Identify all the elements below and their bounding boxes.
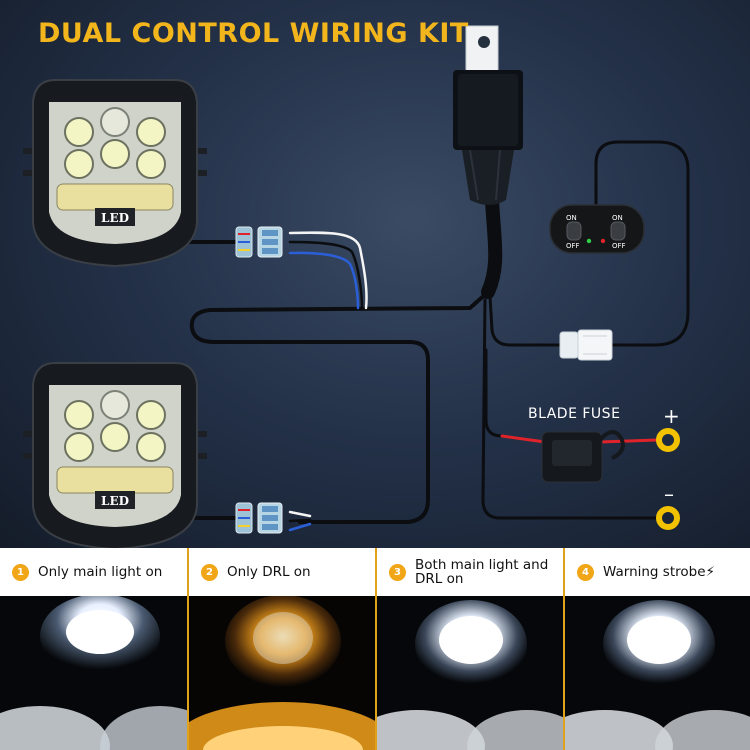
dual-switch bbox=[549, 204, 645, 254]
negative-wire bbox=[481, 298, 658, 520]
relay bbox=[453, 25, 523, 205]
mode-number-badge: 1 bbox=[12, 563, 29, 581]
positive-wire-red bbox=[598, 438, 659, 444]
switch-branch bbox=[488, 294, 562, 347]
fuse-wire-black bbox=[484, 348, 504, 438]
mode-number-badge: 4 bbox=[577, 563, 594, 581]
mode-1: 1 Only main light on bbox=[0, 548, 187, 596]
fuse-wire-red bbox=[500, 434, 547, 444]
switch-left-off-label: OFF bbox=[566, 242, 580, 250]
wiring-diagram: LED LED ON OFF bbox=[23, 25, 690, 548]
top-black-wire bbox=[288, 240, 364, 310]
led-light-top: LED bbox=[23, 79, 207, 268]
photo-both bbox=[375, 596, 563, 750]
mode-photos bbox=[0, 596, 750, 750]
negative-ring-terminal bbox=[656, 506, 680, 530]
light-badge-bottom: LED bbox=[101, 494, 129, 508]
wiring-diagram-panel: LED LED ON OFF bbox=[0, 0, 750, 548]
modes-panel: 1 Only main light on 2 Only DRL on 3 Bot… bbox=[0, 548, 750, 750]
mode-label: Both main light and DRL on bbox=[415, 557, 549, 587]
positive-label: + bbox=[663, 404, 680, 428]
light-badge-top: LED bbox=[101, 211, 129, 225]
mode-number-badge: 3 bbox=[389, 563, 406, 581]
switch-cable bbox=[594, 140, 690, 347]
modes-header: 1 Only main light on 2 Only DRL on 3 Bot… bbox=[0, 548, 750, 596]
switch-left-on-label: ON bbox=[566, 214, 577, 222]
bottom-black-wire bbox=[288, 518, 312, 523]
photo-main-light bbox=[0, 596, 187, 750]
negative-label: – bbox=[664, 482, 674, 506]
mode-label: Only DRL on bbox=[227, 564, 311, 580]
mode-number-badge: 2 bbox=[201, 563, 218, 581]
mode-3: 3 Both main light and DRL on bbox=[375, 548, 563, 596]
bottom-light-connectors bbox=[235, 502, 283, 534]
switch-right-off-label: OFF bbox=[612, 242, 626, 250]
top-white-wire bbox=[288, 231, 368, 310]
inline-connector bbox=[559, 329, 613, 361]
harness-loop bbox=[189, 290, 490, 524]
mode-label: Only main light on bbox=[38, 564, 163, 580]
led-light-bottom: LED bbox=[23, 362, 207, 548]
fuse-holder bbox=[541, 430, 625, 483]
mode-2: 2 Only DRL on bbox=[187, 548, 375, 596]
bottom-blue-wire bbox=[288, 522, 312, 532]
bottom-white-wire bbox=[288, 510, 312, 518]
mode-4: 4 Warning strobe⚡ bbox=[563, 548, 750, 596]
photo-strobe bbox=[563, 596, 750, 750]
page-title: DUAL CONTROL WIRING KIT bbox=[38, 18, 469, 49]
blade-fuse-label: BLADE FUSE bbox=[528, 406, 621, 422]
mode-label: Warning strobe⚡ bbox=[603, 564, 715, 580]
top-light-connectors bbox=[235, 226, 283, 258]
switch-right-on-label: ON bbox=[612, 214, 623, 222]
positive-ring-terminal bbox=[656, 428, 680, 452]
photo-drl bbox=[187, 596, 375, 750]
harness-trunk bbox=[481, 193, 503, 299]
top-blue-wire bbox=[288, 251, 360, 310]
